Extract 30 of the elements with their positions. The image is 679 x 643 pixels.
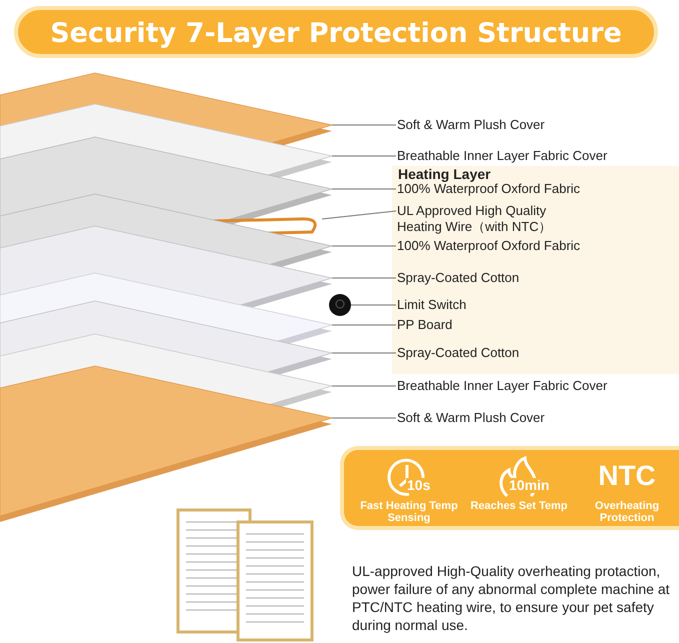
layer-label: UL Approved High Quality Heating Wire（with NTC）	[397, 203, 587, 235]
layer-label: Breathable Inner Layer Fabric Cover	[397, 378, 608, 394]
layer-label: Soft & Warm Plush Cover	[397, 117, 545, 133]
icon-value: 10min	[508, 478, 550, 493]
leader-line	[332, 324, 396, 326]
highlight-panel	[392, 166, 679, 374]
limit-switch	[329, 294, 351, 316]
layer-label: Spray-Coated Cotton	[397, 345, 520, 361]
layer-sheet	[0, 366, 332, 522]
layer-label: Limit Switch	[397, 297, 466, 313]
leader-line	[332, 188, 396, 190]
icon-value: 10s	[406, 478, 432, 493]
layer-label: Soft & Warm Plush Cover	[397, 410, 545, 426]
leader-line	[332, 352, 396, 354]
panel-heading: Heating Layer	[398, 166, 491, 182]
note-paragraph: UL-approved High-Quality overheating protaction, power failure of any abnormal complete machine at PTC/NTC heating wire, to ensure your pet safety during normal use.	[352, 562, 671, 634]
layer-label: 100% Waterproof Oxford Fabric	[397, 238, 580, 254]
leader-line	[350, 304, 396, 306]
leader-line	[322, 210, 396, 220]
layer-label: Breathable Inner Layer Fabric Cover	[397, 148, 608, 164]
layer-label: PP Board	[397, 317, 452, 333]
layer-label: 100% Waterproof Oxford Fabric	[397, 181, 580, 197]
layer-label: Spray-Coated Cotton	[397, 270, 520, 286]
title: Security 7-Layer Protection Structure	[49, 18, 623, 49]
feature-caption: Overheating Protection	[594, 500, 660, 524]
feature-caption: Fast Heating Temp Sensing	[359, 500, 459, 524]
feature-band	[340, 446, 679, 530]
feature-caption: Reaches Set Temp	[469, 500, 568, 512]
leader-line	[332, 124, 396, 126]
feature-mark: NTC	[597, 460, 657, 492]
